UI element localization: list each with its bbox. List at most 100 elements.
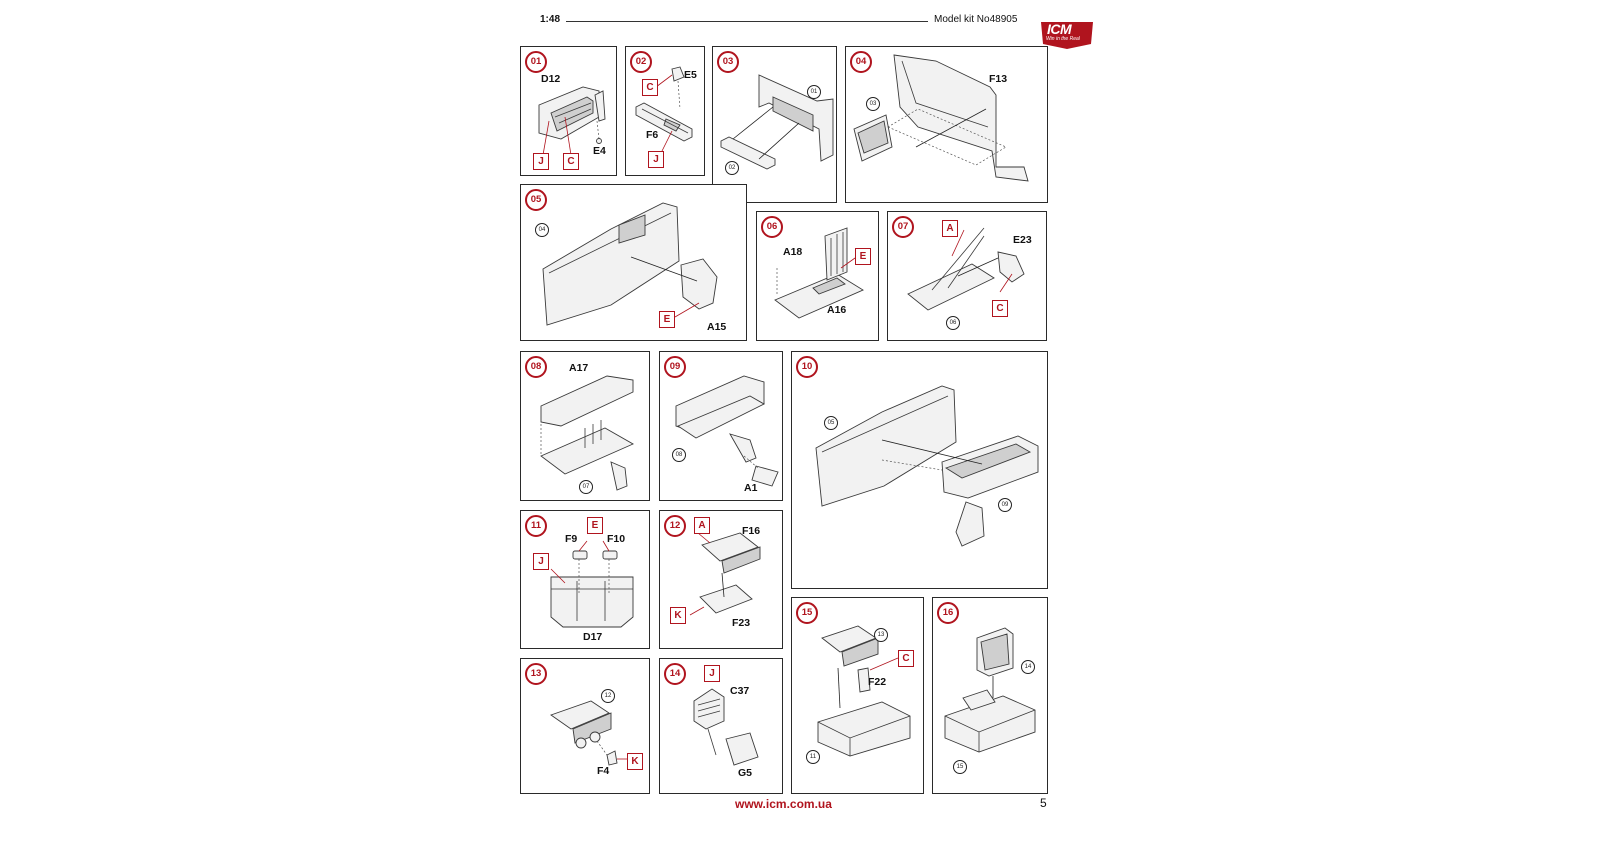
color-code-box: C <box>992 300 1008 317</box>
part-label: F13 <box>989 73 1008 85</box>
part-label: F6 <box>646 129 659 141</box>
part-label: E5 <box>684 69 697 81</box>
header-rule <box>566 21 928 22</box>
part-label: F4 <box>597 765 610 777</box>
color-code-box: E <box>659 311 675 328</box>
step-09: 09 08 A1 <box>659 351 783 501</box>
step-03-drawing <box>720 74 834 170</box>
step-number: 08 <box>525 356 547 378</box>
logo-tagline: Win in the Real <box>1046 36 1080 42</box>
step-reference: 07 <box>579 480 593 494</box>
step-08: 08 A17 07 <box>520 351 650 501</box>
step-05: 05 04 A15 E <box>520 184 747 341</box>
part-label: A15 <box>707 321 727 333</box>
step-number: 13 <box>525 663 547 685</box>
step-15-drawing <box>817 625 911 757</box>
step-reference: 06 <box>946 316 960 330</box>
color-code-box: J <box>533 153 549 170</box>
scale-label: 1:48 <box>540 14 561 25</box>
step-reference: 09 <box>998 498 1012 512</box>
color-code-box: A <box>694 517 710 534</box>
step-13-drawing <box>550 700 627 766</box>
step-reference: 03 <box>866 97 880 111</box>
step-14: 14 J C37 G5 <box>659 658 783 794</box>
step-10-drawing <box>815 385 1039 547</box>
color-code-box: C <box>898 650 914 667</box>
color-code-box: J <box>533 553 549 570</box>
part-label: A16 <box>827 304 847 316</box>
color-code-box: A <box>942 220 958 237</box>
step-reference: 05 <box>824 416 838 430</box>
step-reference: 01 <box>807 85 821 99</box>
part-label: F16 <box>742 525 761 537</box>
part-label: G5 <box>738 767 753 779</box>
step-number: 06 <box>761 216 783 238</box>
step-reference: 12 <box>601 689 615 703</box>
color-code-box: E <box>855 248 871 265</box>
step-11: 11 E F9 F10 J D17 <box>520 510 650 649</box>
step-14-drawing <box>693 688 759 766</box>
model-number: Model kit No48905 <box>934 14 1018 25</box>
part-label: E23 <box>1013 234 1032 246</box>
part-label: A17 <box>569 362 589 374</box>
part-label: F10 <box>607 533 626 545</box>
step-15: 15 13 C F22 11 <box>791 597 924 794</box>
part-label: F23 <box>732 617 751 629</box>
step-02: 02 E5 F6 C J <box>625 46 705 176</box>
step-03: 03 01 02 <box>712 46 837 203</box>
step-04-drawing <box>853 54 1029 182</box>
step-01: 01 D12 E4 J C <box>520 46 617 176</box>
color-code-box: K <box>670 607 686 624</box>
color-code-box: K <box>627 753 643 770</box>
page-number: 5 <box>1040 796 1047 810</box>
step-reference: 11 <box>806 750 820 764</box>
step-number: 03 <box>717 51 739 73</box>
step-09-drawing <box>675 375 779 487</box>
step-01-drawing <box>538 86 606 156</box>
step-12: 12 A F16 K F23 <box>659 510 783 649</box>
color-code-box: J <box>704 665 720 682</box>
color-code-box: C <box>563 153 579 170</box>
step-12-drawing <box>689 532 761 616</box>
part-label: F9 <box>565 533 578 545</box>
step-number: 04 <box>850 51 872 73</box>
step-reference: 02 <box>725 161 739 175</box>
step-number: 11 <box>525 515 547 537</box>
step-05-drawing <box>542 202 718 326</box>
step-number: 05 <box>525 189 547 211</box>
color-code-box: E <box>587 517 603 534</box>
step-reference: 14 <box>1021 660 1035 674</box>
step-10: 10 05 09 <box>791 351 1048 589</box>
step-reference: 15 <box>953 760 967 774</box>
step-07: 07 A E23 C 06 <box>887 211 1047 341</box>
part-label: D17 <box>583 631 603 643</box>
step-number: 14 <box>664 663 686 685</box>
step-16: 16 14 15 <box>932 597 1048 794</box>
part-label: A18 <box>783 246 803 258</box>
step-reference: 13 <box>874 628 888 642</box>
step-11-drawing <box>550 540 634 628</box>
step-reference: 08 <box>672 448 686 462</box>
color-code-box: J <box>648 151 664 168</box>
step-06-drawing <box>774 227 864 319</box>
step-reference: 04 <box>535 223 549 237</box>
step-number: 01 <box>525 51 547 73</box>
logo-text: ICM <box>1047 21 1072 37</box>
step-08-drawing <box>540 375 634 491</box>
step-number: 12 <box>664 515 686 537</box>
part-label: C37 <box>730 685 750 697</box>
step-02-drawing <box>635 66 693 156</box>
footer-url: www.icm.com.ua <box>735 797 832 811</box>
step-13: 13 12 F4 K <box>520 658 650 794</box>
part-label: F22 <box>868 676 887 688</box>
step-16-drawing <box>944 627 1036 753</box>
step-number: 16 <box>937 602 959 624</box>
color-code-box: C <box>642 79 658 96</box>
step-number: 02 <box>630 51 652 73</box>
part-label: D12 <box>541 73 561 85</box>
step-number: 10 <box>796 356 818 378</box>
step-04: 04 F13 03 <box>845 46 1048 203</box>
step-number: 09 <box>664 356 686 378</box>
step-07-drawing <box>907 227 1025 311</box>
